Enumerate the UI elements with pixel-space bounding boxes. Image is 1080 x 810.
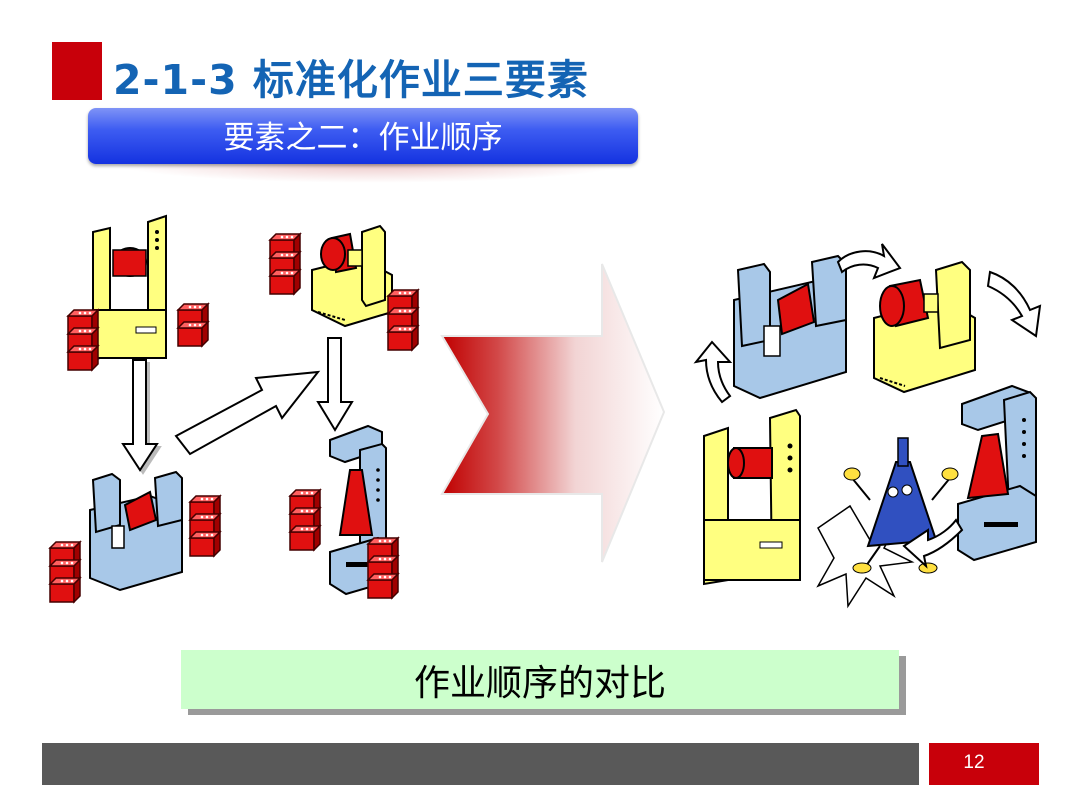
process-illustration [0, 214, 1042, 609]
footer-bar [42, 743, 919, 785]
big-transition-arrow-icon [440, 263, 666, 563]
machine-press-icon [957, 384, 1037, 562]
parts-stack-icon [270, 234, 300, 294]
parts-stack-icon [190, 496, 220, 556]
page-number: 12 [963, 752, 985, 773]
parts-stack-icon [368, 538, 398, 598]
parts-stack-icon [290, 490, 320, 550]
subtitle-banner [88, 108, 638, 164]
page-number-box [929, 743, 1039, 785]
title-accent-square [52, 42, 102, 100]
right-layout [693, 243, 1042, 609]
parts-stack-icon [388, 290, 418, 350]
machine-yellow-icon [703, 408, 801, 586]
machine-yellow-icon [311, 224, 393, 328]
left-layout [50, 214, 418, 602]
parts-stack-icon [178, 304, 208, 346]
flow-arrow-icon [121, 337, 354, 472]
parts-stack-icon [50, 542, 80, 602]
caption-text: 作业顺序的对比 [413, 663, 666, 704]
worker-cone-icon [816, 437, 959, 609]
machine-blue-icon [733, 254, 847, 400]
machine-blue-icon [89, 470, 183, 592]
subtitle-reflection [110, 163, 630, 183]
caption-box [181, 650, 899, 709]
parts-stack-icon [68, 310, 98, 370]
cycle-arrow-icon [693, 243, 1042, 569]
machine-yellow-icon [92, 214, 167, 362]
slide-title: 2-1-3 标准化作业三要素 [113, 56, 589, 104]
subtitle-text: 要素之二：作业顺序 [223, 120, 503, 156]
machine-yellow-icon [873, 260, 976, 394]
